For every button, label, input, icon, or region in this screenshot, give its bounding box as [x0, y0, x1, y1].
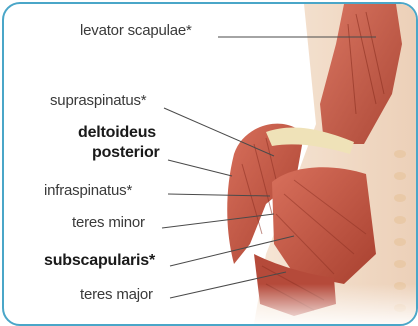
- label-supraspinatus: supraspinatus*: [50, 92, 146, 109]
- label-subscapularis: subscapularis*: [44, 252, 155, 269]
- label-posterior: posterior: [92, 144, 160, 161]
- label-teres-minor: teres minor: [72, 214, 145, 231]
- label-deltoideus: deltoideus: [78, 124, 156, 141]
- label-infraspinatus: infraspinatus*: [44, 182, 132, 199]
- shoulder-anatomy-illustration: [4, 4, 416, 324]
- label-levator-scapulae: levator scapulae*: [80, 22, 192, 39]
- label-teres-major: teres major: [80, 286, 153, 303]
